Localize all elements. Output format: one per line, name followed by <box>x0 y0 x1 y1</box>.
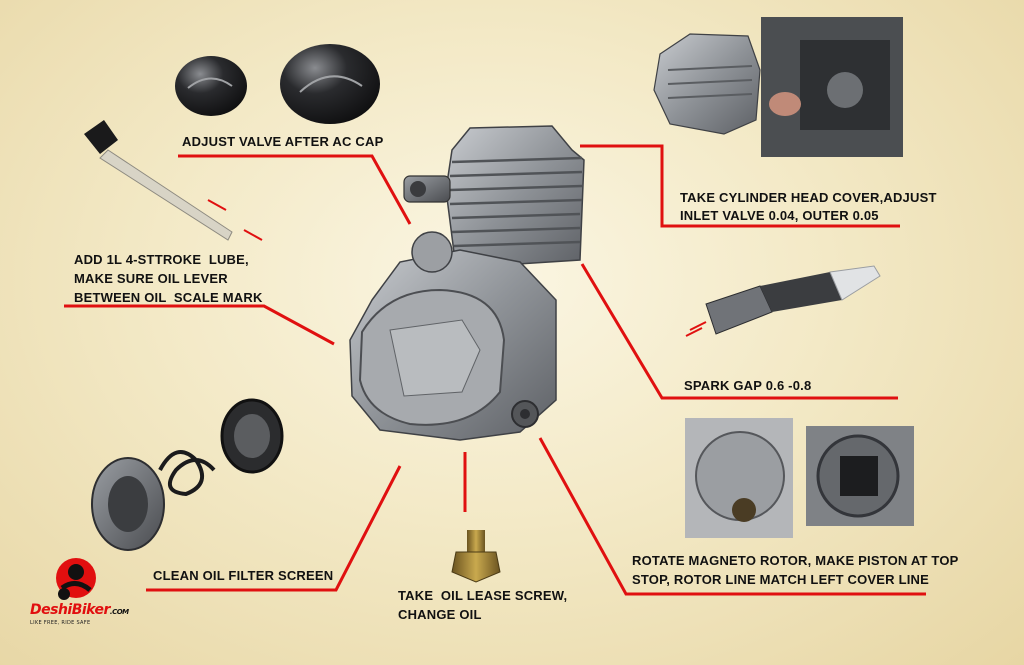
label-cylinder-head-line-2: INLET VALVE 0.04, OUTER 0.05 <box>680 208 879 223</box>
leader-line-rotor <box>538 437 926 596</box>
dipstick-photo <box>84 120 233 241</box>
label-drain-line-2: CHANGE OIL <box>398 607 482 622</box>
label-rotor-line-1: ROTATE MAGNETO ROTOR, MAKE PISTON AT TOP <box>632 553 959 568</box>
label-lube-line-1: ADD 1L 4-STTROKE LUBE, <box>74 252 249 267</box>
label-oil-filter: CLEAN OIL FILTER SCREEN <box>153 568 334 583</box>
label-lube-line-3: BETWEEN OIL SCALE MARK <box>74 290 263 305</box>
magneto-rotor-photo <box>685 418 914 538</box>
spark-plug-photo <box>685 265 881 337</box>
logo-name: DeshiBiker.COM <box>30 602 129 618</box>
label-cylinder-head-line-1: TAKE CYLINDER HEAD COVER,ADJUST <box>680 190 937 205</box>
label-lube-line-2: MAKE SURE OIL LEVER <box>74 271 228 286</box>
rider-icon <box>56 558 96 600</box>
engine-illustration <box>349 125 585 441</box>
label-drain-line-1: TAKE OIL LEASE SCREW, <box>398 588 568 603</box>
deshibiker-logo: DeshiBiker.COM LIKE FREE, RIDE SAFE <box>28 556 129 632</box>
leader-line-lube <box>64 304 335 346</box>
drain-screw-photo <box>451 530 501 583</box>
leader-lines <box>64 144 926 596</box>
leader-line-spark <box>580 263 898 400</box>
cylinder-head-photo <box>653 17 903 157</box>
logo-tagline: LIKE FREE, RIDE SAFE <box>30 620 91 626</box>
leader-line-filter <box>146 465 402 592</box>
leader-line-valve-cap <box>178 154 412 225</box>
label-rotor-line-2: STOP, ROTOR LINE MATCH LEFT COVER LINE <box>632 572 929 587</box>
label-spark-gap: SPARK GAP 0.6 -0.8 <box>684 378 812 393</box>
oil-filter-photo <box>91 398 284 551</box>
label-adjust-valve: ADJUST VALVE AFTER AC CAP <box>182 134 384 149</box>
leader-line-cylinder-head <box>580 144 900 228</box>
valve-cap-photo <box>175 44 380 124</box>
